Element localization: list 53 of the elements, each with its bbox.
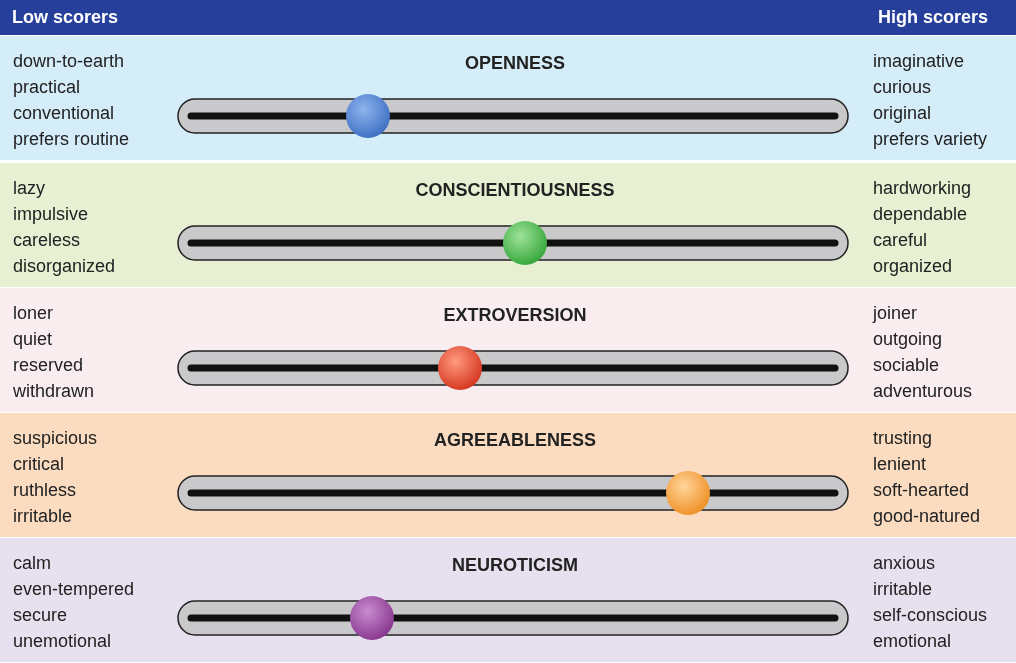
- trait-band: [0, 163, 1016, 287]
- trait-word: conventional: [13, 102, 115, 125]
- trait-word: disorganized: [13, 255, 116, 278]
- trait-word: sociable: [873, 354, 940, 377]
- trait-word: joiner: [873, 302, 918, 325]
- trait-band: [0, 413, 1016, 537]
- trait-word: quiet: [13, 328, 53, 351]
- trait-word: lazy: [13, 177, 45, 200]
- trait-word: trusting: [873, 427, 933, 450]
- trait-word: ruthless: [13, 479, 77, 502]
- trait-heading: CONSCIENTIOUSNESS: [415, 179, 615, 202]
- trait-word: calm: [13, 552, 51, 575]
- trait-word: curious: [873, 76, 932, 99]
- trait-word: irritable: [873, 578, 933, 601]
- trait-word: self-conscious: [873, 604, 988, 627]
- trait-word: prefers routine: [13, 128, 130, 151]
- column-heading: Low scorers: [12, 6, 119, 29]
- trait-word: dependable: [873, 203, 968, 226]
- trait-word: unemotional: [13, 630, 112, 653]
- column-heading: High scorers: [877, 6, 988, 29]
- trait-heading: OPENNESS: [465, 52, 565, 75]
- trait-band: [0, 288, 1016, 412]
- trait-word: down-to-earth: [13, 50, 125, 73]
- trait-word: good-natured: [873, 505, 981, 528]
- trait-word: anxious: [873, 552, 936, 575]
- trait-heading: NEUROTICISM: [452, 554, 578, 577]
- trait-word: prefers variety: [873, 128, 988, 151]
- trait-word: careless: [13, 229, 81, 252]
- trait-band: [0, 36, 1016, 160]
- trait-word: irritable: [13, 505, 73, 528]
- trait-band: [0, 538, 1016, 662]
- trait-word: hardworking: [873, 177, 972, 200]
- trait-word: loner: [13, 302, 54, 325]
- header-bar: [0, 0, 1016, 35]
- trait-word: adventurous: [873, 380, 973, 403]
- trait-word: original: [873, 102, 932, 125]
- trait-word: withdrawn: [13, 380, 95, 403]
- trait-word: impulsive: [13, 203, 89, 226]
- trait-word: suspicious: [13, 427, 98, 450]
- trait-heading: EXTROVERSION: [443, 304, 587, 327]
- trait-word: reserved: [13, 354, 84, 377]
- trait-word: imaginative: [873, 50, 965, 73]
- trait-word: outgoing: [873, 328, 943, 351]
- trait-word: soft-hearted: [873, 479, 970, 502]
- trait-word: organized: [873, 255, 953, 278]
- trait-word: emotional: [873, 630, 952, 653]
- trait-word: practical: [13, 76, 81, 99]
- trait-word: critical: [13, 453, 64, 476]
- trait-word: secure: [13, 604, 68, 627]
- trait-heading: AGREEABLENESS: [434, 429, 596, 452]
- trait-word: careful: [873, 229, 928, 252]
- trait-word: lenient: [873, 453, 927, 476]
- trait-word: even-tempered: [13, 578, 135, 601]
